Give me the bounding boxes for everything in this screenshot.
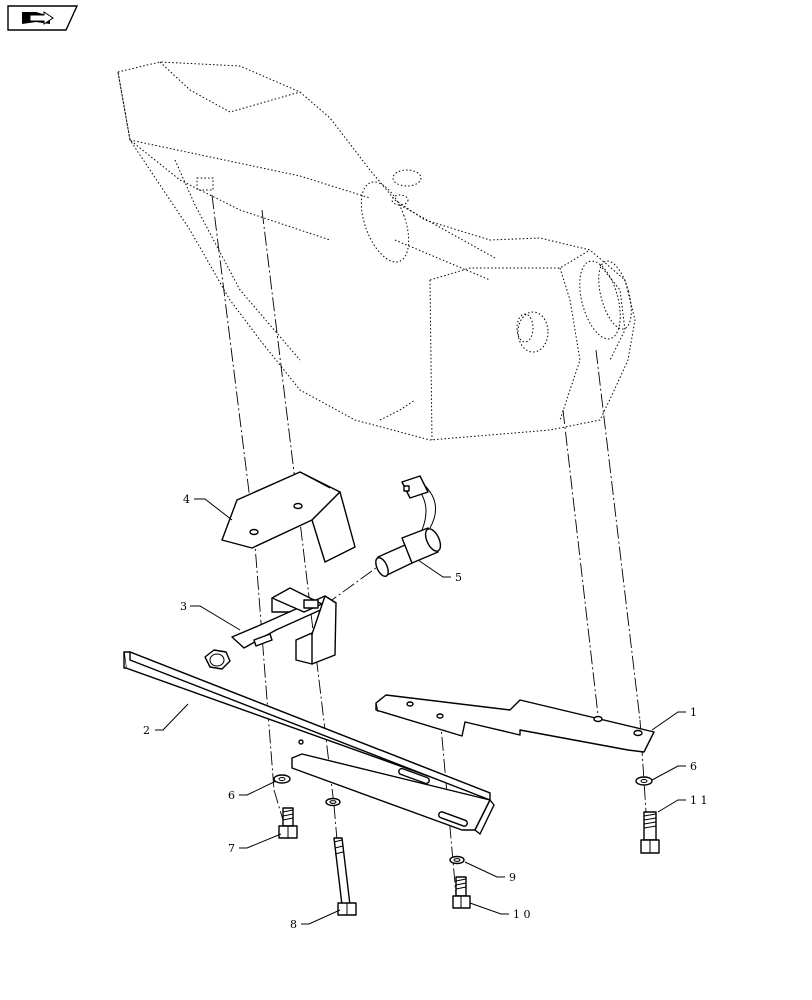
callout-4: 4 — [183, 493, 190, 506]
callout-3: 3 — [180, 600, 187, 613]
callout-5: 5 — [455, 571, 462, 584]
logo-badge[interactable] — [7, 5, 79, 31]
book-arrow-icon — [22, 11, 54, 25]
callout-1: 1 — [690, 706, 697, 719]
callout-8: 8 — [290, 918, 297, 931]
washer-8 — [325, 797, 341, 807]
bolt-8 — [333, 837, 357, 916]
washer-6-right — [635, 776, 653, 786]
callout-9: 9 — [509, 871, 516, 884]
part-4-cover-bracket — [221, 471, 356, 563]
part-2-mounting-bar — [123, 651, 495, 835]
bolt-11 — [640, 811, 660, 854]
washer-9 — [449, 855, 465, 865]
callout-2: 2 — [143, 724, 150, 737]
jam-nut — [204, 649, 231, 670]
center-lines — [211, 194, 649, 911]
boom-outline — [117, 61, 636, 441]
part-3-sensor-bracket — [231, 587, 337, 665]
bolt-7 — [278, 807, 298, 839]
callout-7: 7 — [228, 842, 235, 855]
callout-10: 1 0 — [513, 908, 531, 921]
callout-6-left: 6 — [228, 789, 235, 802]
bolt-10 — [452, 876, 471, 909]
callout-11: 1 1 — [690, 794, 708, 807]
leader-lines — [155, 498, 686, 925]
washer-6-left — [273, 774, 291, 784]
part-5-sensor — [375, 475, 442, 578]
callout-6-right: 6 — [690, 760, 697, 773]
part-1-offset-arm — [375, 694, 655, 753]
callout-labels: 1 2 3 4 5 6 6 7 8 9 1 0 1 1 — [143, 493, 708, 931]
